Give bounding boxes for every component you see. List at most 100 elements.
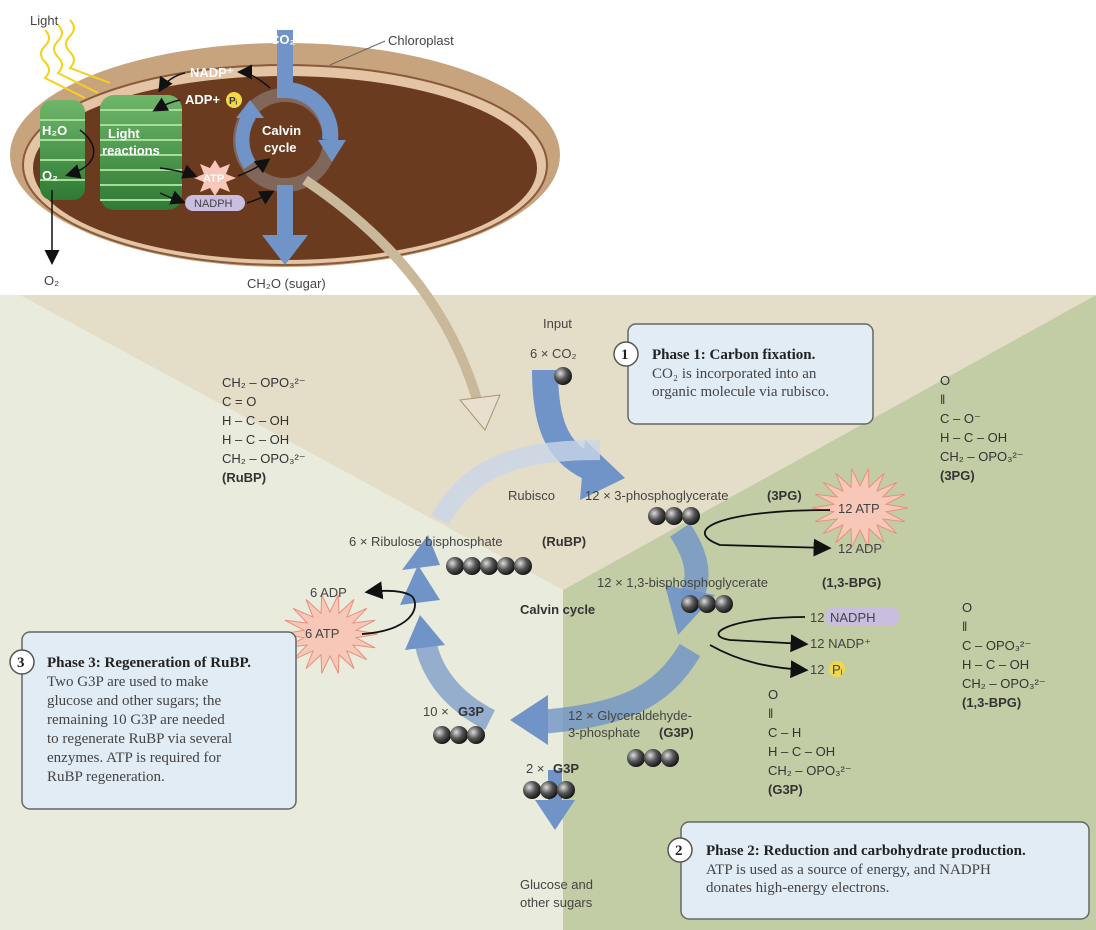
- structure-line: C = O: [222, 394, 256, 409]
- structure-line: (1,3-BPG): [962, 695, 1021, 710]
- structure-line: ‖: [962, 619, 967, 634]
- nadph-label: NADPH: [194, 198, 233, 210]
- carbon-atom-icon: [698, 595, 716, 613]
- 3pg-label: 12 × 3-phosphoglycerate: [585, 488, 728, 503]
- carbon-atom-icon: [450, 726, 468, 744]
- structure-line: C – O⁻: [940, 411, 981, 426]
- 12-pi-label: Pᵢ: [832, 662, 843, 677]
- glucose-label-1: Glucose and: [520, 877, 593, 892]
- structure-line: CH₂ – OPO₃²⁻: [222, 375, 306, 390]
- carbon-atoms-bpg: [681, 595, 733, 613]
- structure-line: (G3P): [768, 782, 803, 797]
- phase-1-title: Phase 1: Carbon fixation.: [652, 347, 816, 363]
- rubp-structure: CH₂ – OPO₃²⁻C = OH – C – OHH – C – OHCH₂…: [222, 375, 306, 485]
- atp-label: ATP: [203, 173, 224, 185]
- nadp-plus-label: NADP⁺: [190, 65, 234, 80]
- phase-2-title: Phase 2: Reduction and carbohydrate prod…: [706, 843, 1026, 859]
- phase-1-number: 1: [621, 347, 629, 363]
- bpg-label: 12 × 1,3-bisphosphoglycerate: [597, 575, 768, 590]
- phase-3-text: to regenerate RuBP via several: [47, 731, 232, 747]
- co2-label: CO₂: [270, 32, 296, 47]
- structure-line: O: [962, 600, 972, 615]
- chloroplast-overview: Light reactions H₂O O₂ Light Chloroplast…: [10, 13, 560, 431]
- 12-adp-label: 12 ADP: [838, 541, 882, 556]
- g3p10-num: 10 ×: [423, 704, 449, 719]
- carbon-atom-icon: [715, 595, 733, 613]
- sugar-label: CH₂O (sugar): [247, 276, 326, 291]
- structure-line: ‖: [940, 392, 945, 407]
- pi-icon: [226, 92, 242, 108]
- o2-out-label: O₂: [44, 273, 59, 288]
- h2o-label: H₂O: [42, 123, 67, 138]
- g3p12-label-2: 3-phosphate: [568, 725, 640, 740]
- carbon-atom-icon: [648, 507, 666, 525]
- 6-adp-label: 6 ADP: [310, 585, 347, 600]
- nadph-pill: [185, 195, 245, 211]
- carbon-atoms-g3p10: [433, 726, 485, 744]
- calvin-label-1: Calvin: [262, 123, 301, 138]
- structure-line: CH₂ – OPO₃²⁻: [962, 676, 1046, 691]
- 12-nadph-num: 12: [810, 610, 824, 625]
- structure-line: C – H: [768, 725, 801, 740]
- input-label: Input: [543, 316, 572, 331]
- carbon-atom-icon: [480, 557, 498, 575]
- calvin-cycle-label: Calvin cycle: [520, 602, 595, 617]
- phase-2-number: 2: [675, 843, 683, 859]
- g3p10-label: G3P: [458, 704, 484, 719]
- structure-line: H – C – OH: [222, 413, 289, 428]
- g3p2-label: G3P: [553, 761, 579, 776]
- carbon-atom-icon: [433, 726, 451, 744]
- carbon-atom-icon: [665, 507, 683, 525]
- carbon-atom-icon: [627, 749, 645, 767]
- light-reactions-label-2: reactions: [102, 143, 160, 158]
- structure-line: CH₂ – OPO₃²⁻: [940, 449, 1024, 464]
- structure-line: CH₂ – OPO₃²⁻: [222, 451, 306, 466]
- 12-nadp-label: 12 NADP⁺: [810, 636, 871, 651]
- structure-line: O: [768, 687, 778, 702]
- phase-3-text: RuBP regeneration.: [47, 769, 165, 785]
- carbon-atoms-g3p12: [627, 749, 679, 767]
- carbon-atom-icon: [644, 749, 662, 767]
- structure-line: CH₂ – OPO₃²⁻: [768, 763, 852, 778]
- phase-2-text: ATP is used as a source of energy, and N…: [706, 862, 991, 878]
- structure-line: (3PG): [940, 468, 975, 483]
- adp-label: ADP+: [185, 92, 220, 107]
- g3p12-label-1: 12 × Glyceraldehyde-: [568, 708, 692, 723]
- carbon-atom-icon: [682, 507, 700, 525]
- rubp-label: 6 × Ribulose bisphosphate: [349, 534, 503, 549]
- phase-3-text: enzymes. ATP is required for: [47, 750, 221, 766]
- chloroplast-label: Chloroplast: [388, 33, 454, 48]
- carbon-atom-icon: [540, 781, 558, 799]
- rubisco-label: Rubisco: [508, 488, 555, 503]
- 12-pi-num: 12: [810, 662, 824, 677]
- light-label: Light: [30, 13, 59, 28]
- phase-3-text: Two G3P are used to make: [47, 674, 209, 690]
- carbon-atom-icon: [497, 557, 515, 575]
- carbon-atom-icon: [463, 557, 481, 575]
- carbon-atom-icon: [514, 557, 532, 575]
- phase-3-title: Phase 3: Regeneration of RuBP.: [47, 655, 251, 671]
- phase-3-text: glucose and other sugars; the: [47, 693, 221, 709]
- atp-burst-icon: [194, 160, 236, 196]
- phase-3-text: remaining 10 G3P are needed: [47, 712, 225, 728]
- atp-burst-icon: [811, 468, 909, 548]
- 6-atp-label: 6 ATP: [305, 626, 339, 641]
- phase-1-text: CO₂ is incorporated into an: [652, 366, 817, 382]
- 12-nadph-label: NADPH: [830, 610, 876, 625]
- carbon-atoms-3pg: [648, 507, 700, 525]
- carbon-atom-icon: [446, 557, 464, 575]
- structure-line: ‖: [768, 706, 773, 721]
- phase-1-box: 1 Phase 1: Carbon fixation. CO₂ is incor…: [613, 323, 874, 425]
- bpg-abbr: (1,3-BPG): [822, 575, 881, 590]
- calvin-label-2: cycle: [264, 140, 297, 155]
- o2-inner-label: O₂: [42, 168, 58, 183]
- g3p12-abbr: (G3P): [659, 725, 694, 740]
- structure-line: C – OPO₃²⁻: [962, 638, 1031, 653]
- rubp-abbr: (RuBP): [542, 534, 586, 549]
- 3pg-abbr: (3PG): [767, 488, 802, 503]
- pi-icon: [829, 661, 845, 677]
- g3p2-num: 2 ×: [526, 761, 544, 776]
- carbon-atom-icon: [661, 749, 679, 767]
